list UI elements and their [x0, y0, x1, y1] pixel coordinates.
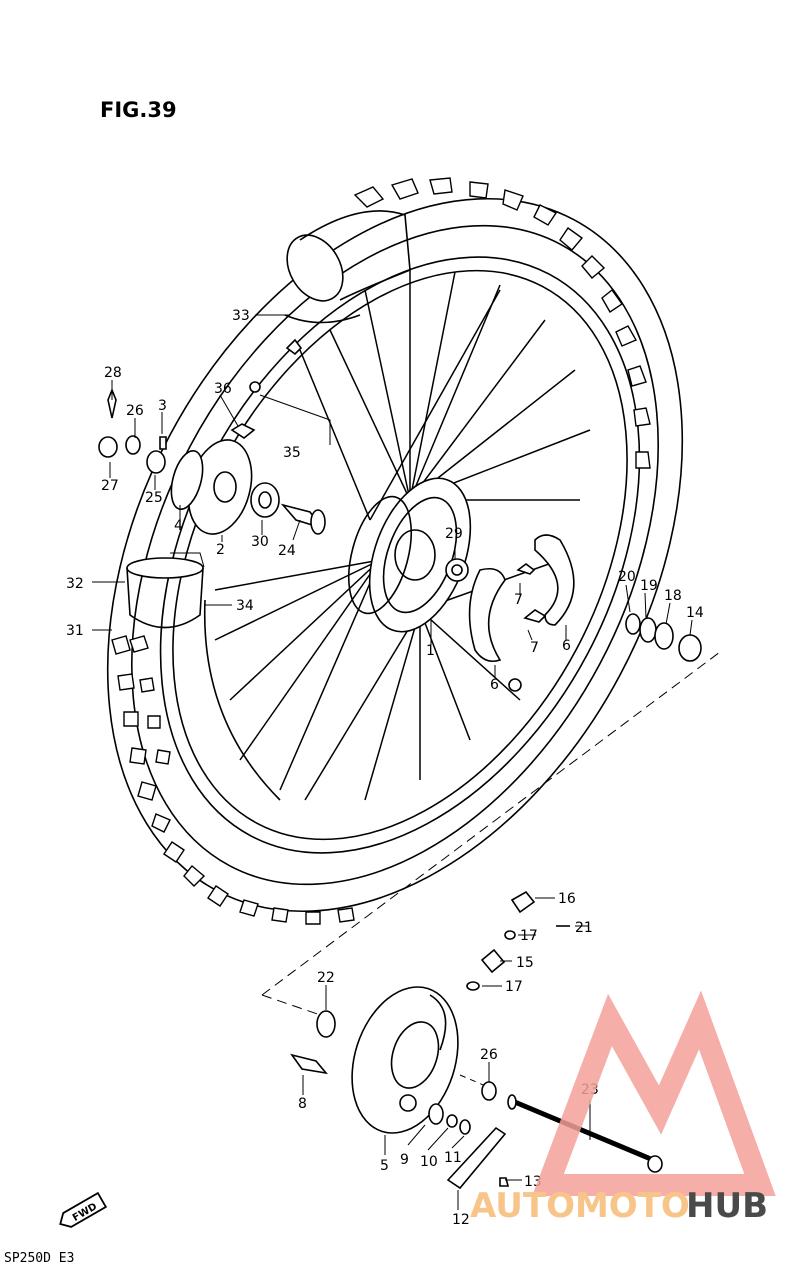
brake-spring-upper [516, 563, 536, 575]
label-32: 32 [66, 576, 84, 592]
axis-dashed-line [261, 651, 721, 996]
label-5: 5 [380, 1158, 389, 1174]
speedometer-gear-parts [466, 890, 570, 991]
label-8: 8 [298, 1096, 307, 1112]
label-7-lower: 7 [530, 640, 539, 656]
label-28: 28 [104, 365, 122, 381]
label-27: 27 [101, 478, 119, 494]
label-21: 21 [575, 920, 593, 936]
wheel-hub [348, 477, 472, 633]
brake-disc-assembly [98, 381, 326, 535]
washer-26 [481, 1081, 497, 1101]
label-9: 9 [400, 1152, 409, 1168]
right-side-washers [625, 613, 702, 662]
label-34: 34 [236, 598, 254, 614]
label-7-upper: 7 [514, 592, 523, 608]
label-31: 31 [66, 623, 84, 639]
front-wheel-assembly [106, 177, 684, 925]
fwd-arrow-icon: FWD [59, 1191, 108, 1228]
label-15: 15 [516, 955, 534, 971]
bearing-30 [250, 482, 280, 518]
brake-spring-lower [523, 609, 547, 623]
label-4: 4 [174, 518, 183, 534]
label-24: 24 [278, 543, 296, 559]
label-16: 16 [558, 891, 576, 907]
label-35: 35 [283, 445, 301, 461]
label-29: 29 [445, 526, 463, 542]
seal-22 [316, 1010, 336, 1038]
label-3: 3 [158, 398, 167, 414]
label-6-right: 6 [562, 638, 571, 654]
spoke-pointer [259, 394, 331, 445]
tire-inner-edge [131, 224, 659, 886]
figure-title: FIG.39 [100, 98, 177, 122]
inner-tube-cutaway [126, 552, 205, 629]
label-6-left: 6 [490, 677, 499, 693]
nut-11 [459, 1119, 471, 1135]
brake-panel [351, 986, 459, 1134]
label-30: 30 [251, 534, 269, 550]
label-10: 10 [420, 1154, 438, 1170]
label-36: 36 [214, 381, 232, 397]
label-26-top: 26 [126, 403, 144, 419]
model-code: SP250D E3 [4, 1251, 74, 1266]
automotohub-watermark: AUTOMOTO HUB [470, 990, 776, 1226]
bolt-8 [290, 1053, 328, 1075]
label-20: 20 [618, 569, 636, 585]
hub-bearing-29 [445, 558, 469, 582]
axle-23 [509, 1097, 659, 1165]
label-19: 19 [640, 578, 658, 594]
label-2: 2 [216, 542, 225, 558]
tire-tread-pattern [111, 177, 651, 925]
watermark-logo-icon [532, 990, 776, 1196]
brake-arm-12 [446, 1126, 507, 1190]
label-33: 33 [232, 308, 250, 324]
label-12: 12 [452, 1212, 470, 1228]
collar-9 [428, 1103, 444, 1125]
label-18: 18 [664, 588, 682, 604]
brake-shoes [468, 534, 575, 692]
part-number-labels: 33 28 36 26 3 35 27 25 4 2 30 24 29 32 3… [66, 308, 704, 1228]
label-25: 25 [145, 490, 163, 506]
label-1: 1 [426, 643, 435, 659]
label-26-bottom: 26 [480, 1047, 498, 1063]
label-14: 14 [686, 605, 704, 621]
tire-tube-stub [284, 210, 411, 324]
label-22: 22 [317, 970, 335, 986]
label-11: 11 [444, 1150, 462, 1166]
label-17-lower: 17 [505, 979, 523, 995]
watermark-brand-part1: AUTOMOTO [470, 1186, 690, 1226]
washer-10 [446, 1114, 458, 1128]
bolt-13 [499, 1177, 510, 1187]
rim-band [203, 599, 281, 801]
leader-lines [92, 314, 693, 1210]
watermark-brand-part2: HUB [686, 1186, 768, 1226]
label-17-upper: 17 [520, 928, 538, 944]
